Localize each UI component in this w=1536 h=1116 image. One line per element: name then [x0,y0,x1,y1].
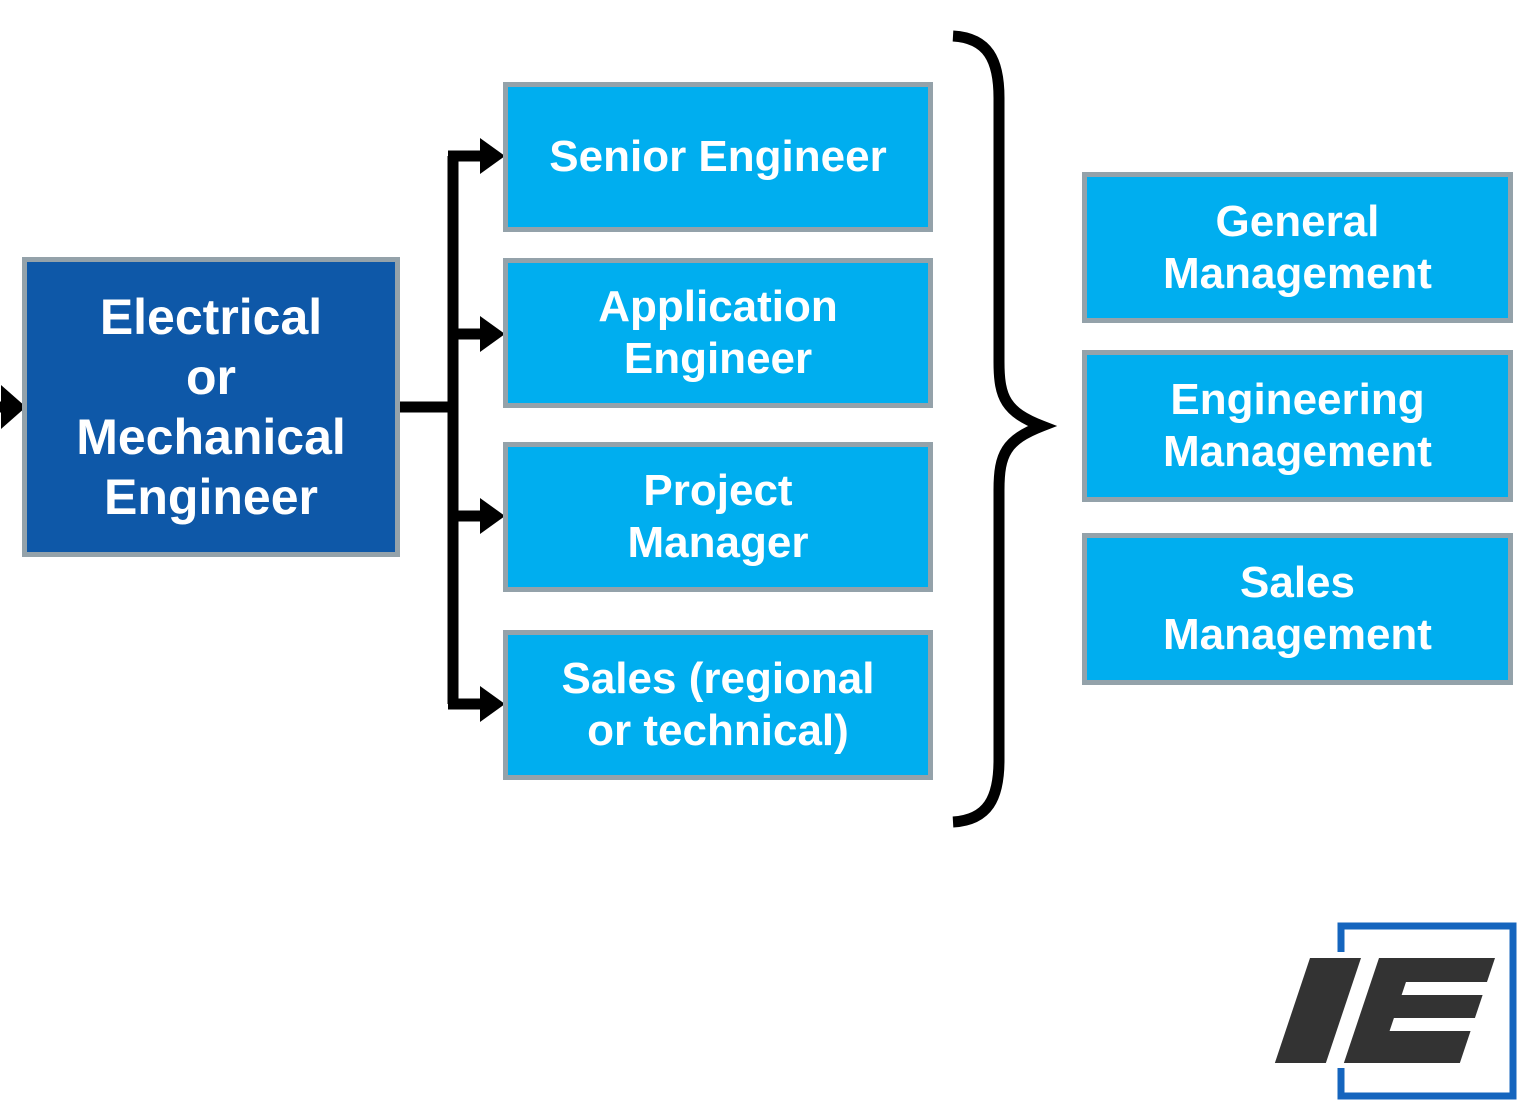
logo-frame [1337,922,1517,1100]
management-box-label: General Management [1163,196,1432,298]
source-box-label: Electrical or Mechanical Engineer [76,289,346,525]
management-box-label: Engineering Management [1163,375,1432,476]
career-box-label: Application Engineer [598,282,838,383]
branch-arrow-project-manager [448,498,505,534]
management-box-sales-management: Sales Management [1082,533,1513,685]
source-box-electrical-or-mechanical-engineer: Electrical or Mechanical Engineer [22,257,400,557]
career-box-application-engineer: Application Engineer [503,258,933,408]
management-box-engineering-management: Engineering Management [1082,350,1513,502]
logo-letter-e [1343,958,1495,1063]
career-box-label: Sales (regional or technical) [561,654,875,755]
branch-arrow-sales [448,686,505,722]
career-box-senior-engineer: Senior Engineer [503,82,933,232]
logo-letter-e-slit-top [1401,982,1501,995]
management-box-label: Sales Management [1163,558,1432,659]
career-box-project-manager: Project Manager [503,442,933,592]
logo-letter-e-slit-bottom [1389,1018,1489,1031]
career-box-sales-regional-or-technical: Sales (regional or technical) [503,630,933,780]
career-box-label: Project Manager [627,466,809,567]
career-box-label: Senior Engineer [549,132,887,182]
management-box-general-management: General Management [1082,172,1513,323]
logo-letters-ie [1274,958,1501,1063]
entry-arrow [0,385,26,429]
branch-arrow-application-engineer [448,316,505,352]
grouping-brace [952,30,1058,828]
branch-arrow-senior-engineer [448,138,505,174]
logo-letter-i [1274,958,1361,1063]
